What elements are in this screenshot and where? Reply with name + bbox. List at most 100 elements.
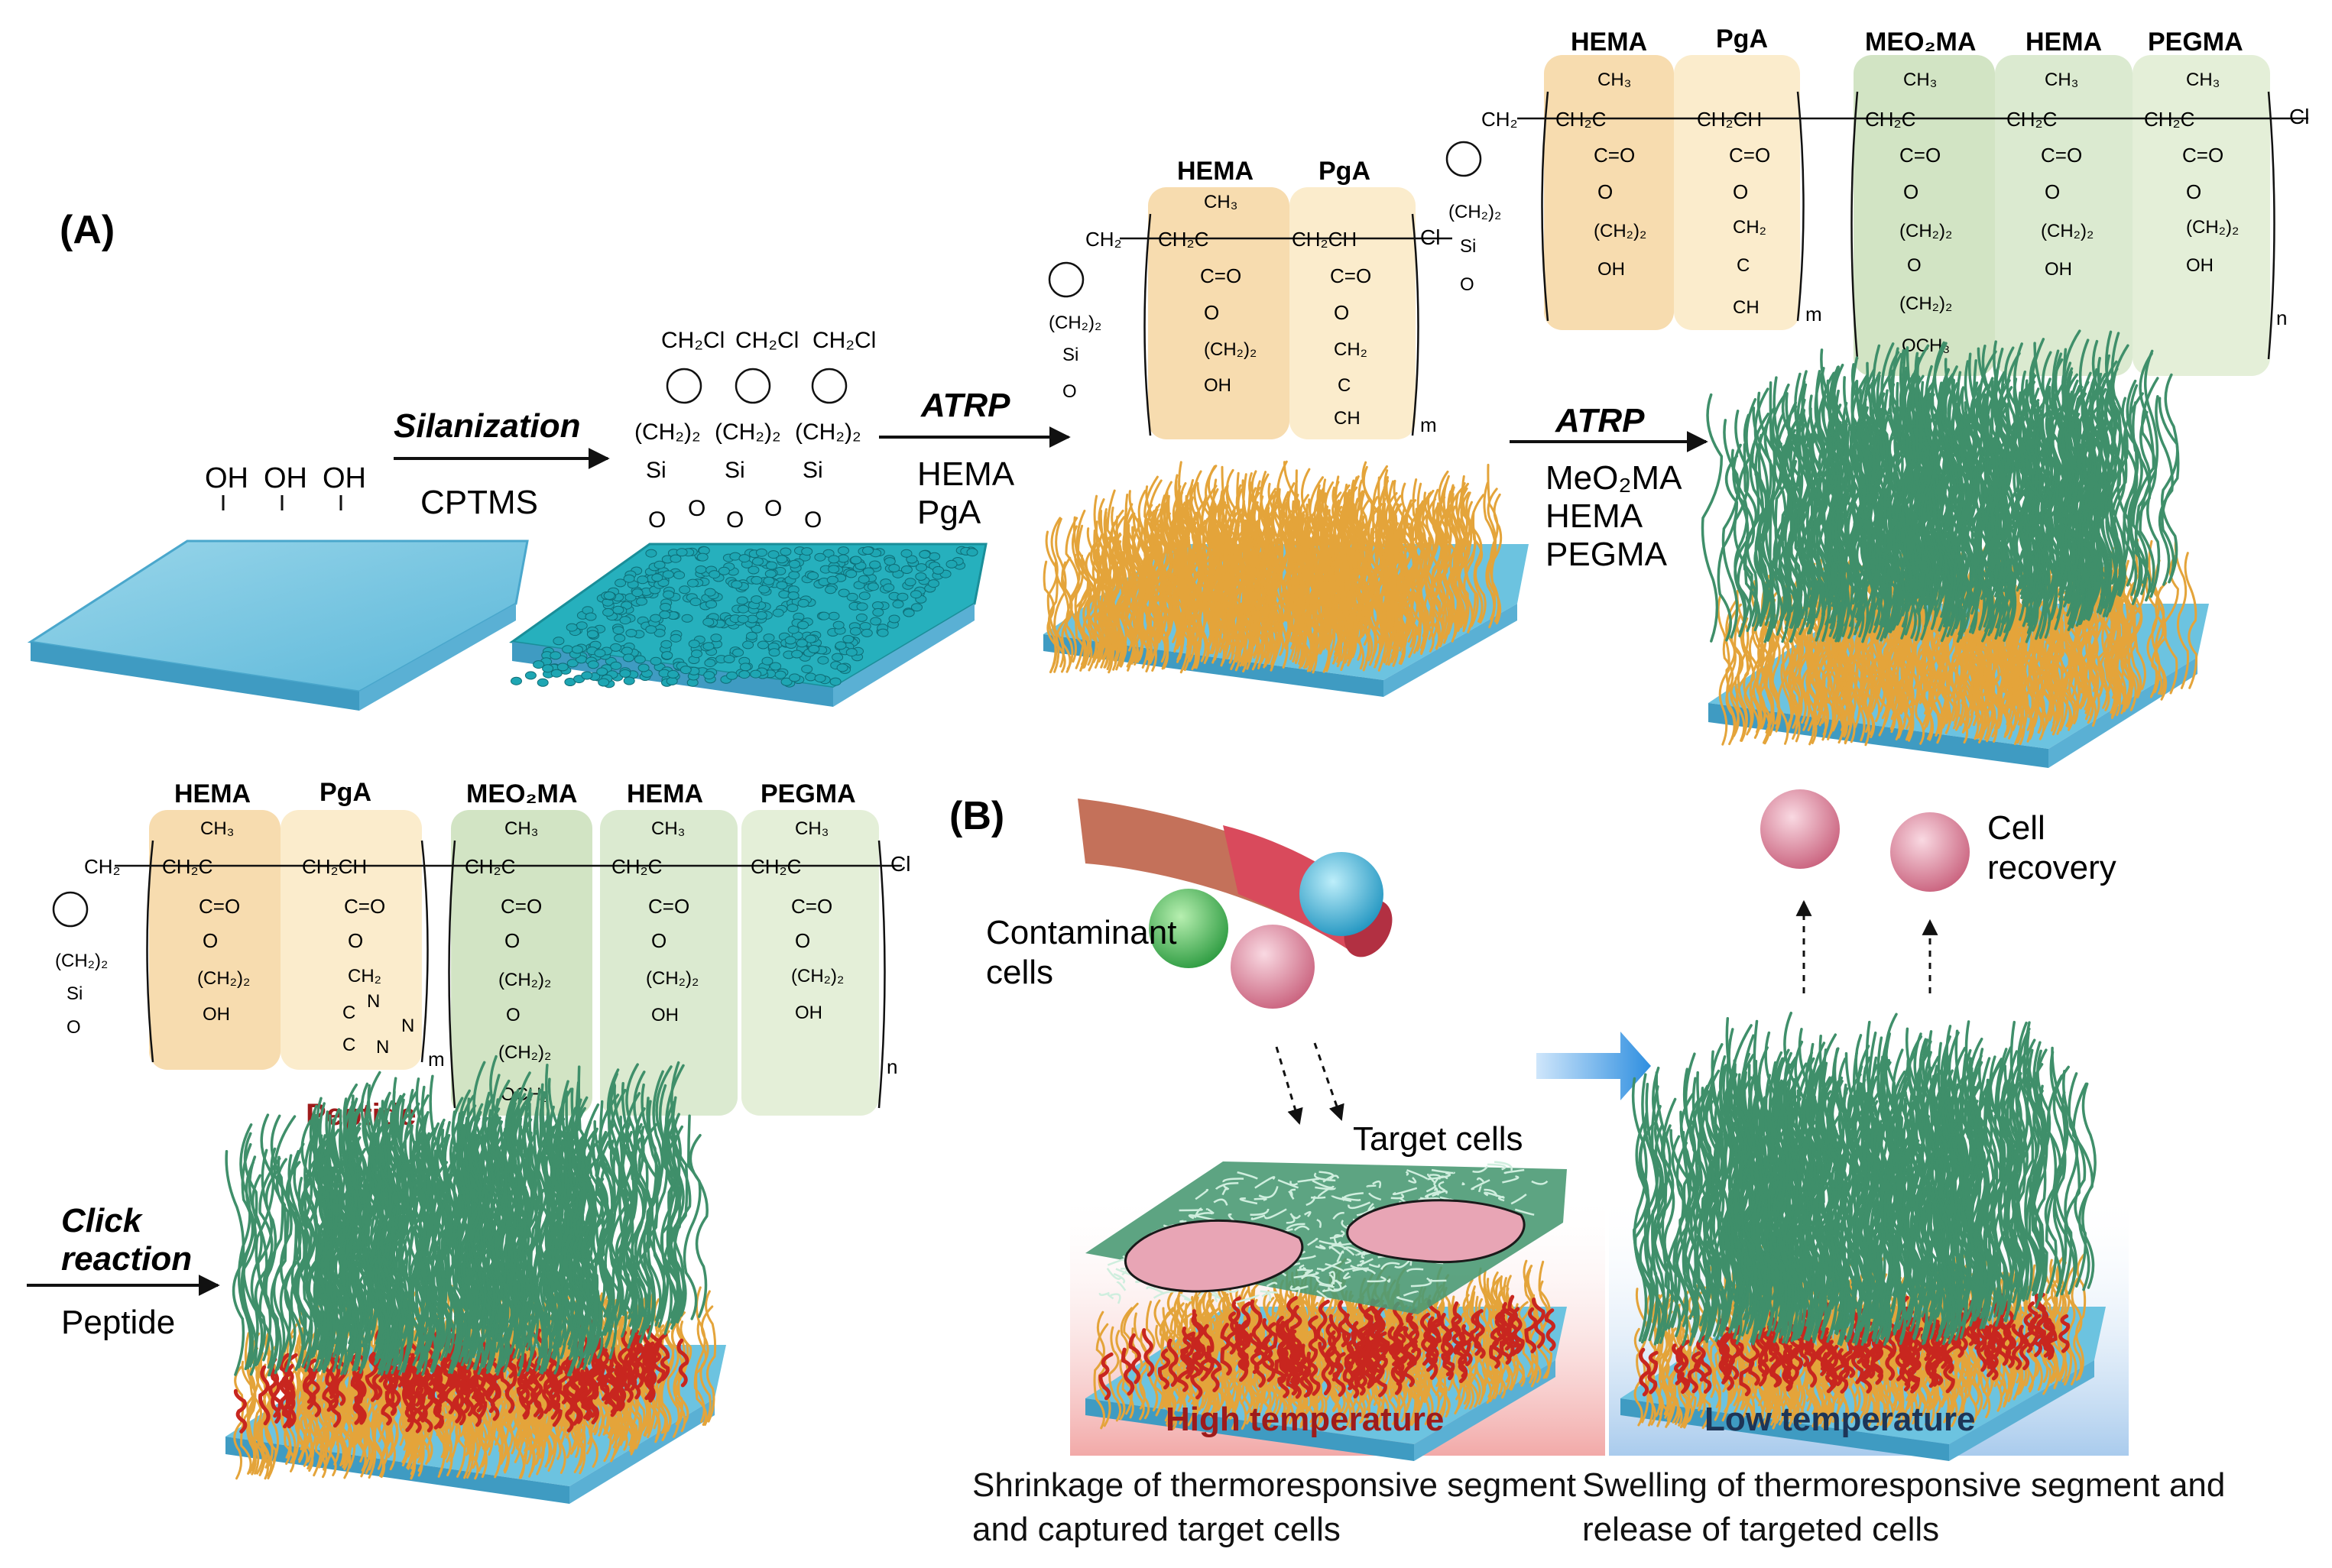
silanized-substrate xyxy=(509,543,988,707)
silane-ch2cl-2: CH₂Cl xyxy=(735,328,799,353)
polymer-2-meo2ma-box xyxy=(1854,55,1995,376)
polymer-3-hema-side-2: OH xyxy=(203,1004,230,1025)
caption-left: Shrinkage of thermoresponsive segment an… xyxy=(972,1466,1576,1548)
polymer-3-title-4: HEMA xyxy=(627,779,703,808)
polymer-3-co-5: C=O xyxy=(791,895,832,918)
polymer-3-pegma-box xyxy=(741,810,879,1116)
polymer-1-o-2: O xyxy=(1334,301,1349,324)
low-temp-label: Low temperature xyxy=(1704,1401,1976,1438)
polymer-1-co-1: C=O xyxy=(1200,264,1241,287)
polymer-2-title-5: PEGMA xyxy=(2148,28,2243,57)
polymer-1-ch3: CH₃ xyxy=(1204,192,1237,212)
step-atrp-2-reagent-1: MeO₂MA xyxy=(1545,459,1682,497)
polymer-3-triazole-n2: N xyxy=(401,1016,414,1036)
contaminant-cell-blue xyxy=(1299,852,1383,936)
polymer-2-o: O xyxy=(1460,274,1474,295)
polymer-3-linker: (CH₂)₂ xyxy=(55,951,108,971)
polymer-3-title-5: PEGMA xyxy=(761,779,856,808)
silane-ch2cl-1: CH₂Cl xyxy=(661,328,725,353)
polymer-3-ch2: CH₂ xyxy=(84,855,121,878)
polymer-2-hema2-side-1: (CH₂)₂ xyxy=(2041,221,2094,241)
polymer-1-o: O xyxy=(1062,381,1077,402)
polymer-3-co-2: C=O xyxy=(344,895,385,918)
polymer-3-meo-side-3: (CH₂)₂ xyxy=(498,1042,551,1063)
polymer-2-structure: HEMA PgA MEO₂MA HEMA PEGMA CH₂ Cl CH₂C C… xyxy=(1445,24,2309,376)
silane-o-5: O xyxy=(804,507,822,533)
polymer-3-bb-1: CH₂C xyxy=(162,855,212,878)
silane-si-2: Si xyxy=(725,458,745,483)
polymer-2-co-5: C=O xyxy=(2182,144,2223,167)
polymer-1-hema-box xyxy=(1148,187,1289,439)
polymer-2-pga-side-1: CH₂ xyxy=(1733,217,1766,238)
polymer-1-co-2: C=O xyxy=(1330,264,1371,287)
silane-o-4: O xyxy=(726,507,744,533)
polymer-3-hema-side-1: (CH₂)₂ xyxy=(197,968,250,989)
polymer-3-hema2-side-1: (CH₂)₂ xyxy=(646,968,699,989)
hydroxyl-groups: OH OH OH xyxy=(205,462,366,510)
silane-si-3: Si xyxy=(803,458,823,483)
silane-structure: CH₂Cl CH₂Cl CH₂Cl (CH₂)₂ (CH₂)₂ (CH₂)₂ S… xyxy=(634,328,876,533)
step-atrp-2-reagent-2: HEMA xyxy=(1545,497,1643,535)
polymer-1-end: Cl xyxy=(1420,225,1440,249)
polymer-3-o-1: O xyxy=(203,929,218,952)
polymer-1-pga-side-2: C xyxy=(1338,375,1351,396)
step-atrp-1-reagent-1: HEMA xyxy=(917,455,1015,493)
step-silanization: Silanization CPTMS xyxy=(394,407,610,521)
silane-si-1: Si xyxy=(646,458,667,483)
polymer-3-ch3-3: CH₃ xyxy=(651,818,685,839)
step-click-label-2: reaction xyxy=(61,1240,192,1278)
polymer-2-meo-side-3: (CH₂)₂ xyxy=(1899,293,1952,314)
polymer-1-ch2: CH₂ xyxy=(1085,228,1122,251)
polymer-3-pegma-side-2: OH xyxy=(795,1003,822,1023)
silane-ch2cl-3: CH₂Cl xyxy=(812,328,876,353)
polymer-2-title-4: HEMA xyxy=(2025,28,2102,57)
polymer-2-ch3-3: CH₃ xyxy=(2045,70,2078,90)
polymer-2-o-4: O xyxy=(2045,180,2060,203)
polymer-3-o-5: O xyxy=(795,929,810,952)
polymer-1-pga-side-1: CH₂ xyxy=(1334,339,1367,360)
polymer-2-ch3-2: CH₃ xyxy=(1903,70,1937,90)
polymer-3-repeat-m: m xyxy=(428,1048,445,1071)
step-atrp-1-reagent-2: PgA xyxy=(917,494,981,531)
hydroxyl-2: OH xyxy=(264,462,307,494)
polymer-1-o-1: O xyxy=(1204,301,1219,324)
polymer-3-bb-4: CH₂C xyxy=(611,855,662,878)
polymer-1-linker: (CH₂)₂ xyxy=(1049,313,1101,333)
peptide-brush-substrate xyxy=(225,1055,726,1504)
silane-linker-2: (CH₂)₂ xyxy=(715,420,781,445)
shrunk-brush-substrate xyxy=(1085,1161,1567,1461)
polymer-1-hema-side-1: (CH₂)₂ xyxy=(1204,339,1257,360)
polymer-2-pegma-side-1: (CH₂)₂ xyxy=(2186,217,2239,238)
polymer-2-end: Cl xyxy=(2289,105,2309,128)
polymer-1-repeat: m xyxy=(1420,413,1437,436)
polymer-2-co-2: C=O xyxy=(1729,144,1770,167)
polymer-3-si: Si xyxy=(66,983,83,1004)
polymer-2-pga-side-2: C xyxy=(1737,255,1750,276)
polymer-3-o-3: O xyxy=(504,929,520,952)
panel-b-label: (B) xyxy=(949,794,1004,838)
panel-a-label: (A) xyxy=(60,208,115,252)
polymer-3-ch3-4: CH₃ xyxy=(795,818,829,839)
polymer-2-hema2-side-2: OH xyxy=(2045,259,2072,280)
polymer-3-hema2-side-2: OH xyxy=(651,1005,679,1025)
polymer-2-pga-box xyxy=(1674,55,1800,330)
polymer-3-repeat-n: n xyxy=(887,1055,897,1078)
polymer-2-o-1: O xyxy=(1597,180,1613,203)
polymer-3-pegma-side-1: (CH₂)₂ xyxy=(791,966,844,986)
step-click: Click reaction Peptide xyxy=(27,1202,220,1341)
silane-o-2: O xyxy=(764,496,782,521)
polymer-2-bb-4: CH₂C xyxy=(2006,108,2057,131)
silane-linker-3: (CH₂)₂ xyxy=(795,420,861,445)
polymer-3-bb-5: CH₂C xyxy=(751,855,801,878)
polymer-3-meo2ma-box xyxy=(451,810,592,1116)
polymer-3-triazole-n1: N xyxy=(367,991,380,1012)
transition-arrow xyxy=(1536,1032,1651,1100)
captured-target-cell-1 xyxy=(1124,1219,1304,1293)
polymer-1-pga-box xyxy=(1289,187,1416,439)
polymer-3-title-2: PgA xyxy=(319,778,371,807)
polymer-2-bb-5: CH₂C xyxy=(2144,108,2194,131)
polymer-2-pegma-box xyxy=(2133,55,2270,376)
polymer-2-co-3: C=O xyxy=(1899,144,1941,167)
polymer-2-repeat-m: m xyxy=(1805,303,1822,326)
